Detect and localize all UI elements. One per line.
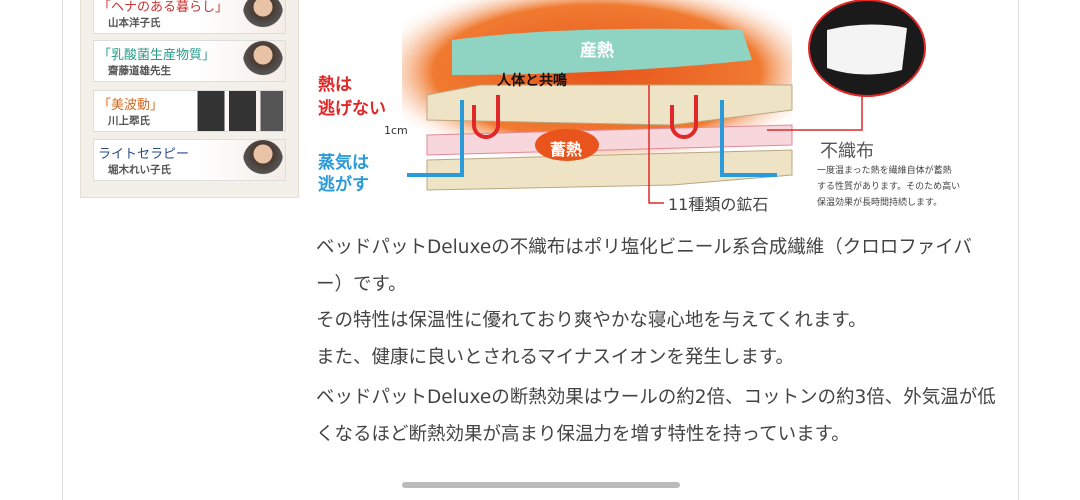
heat-storage-label: 蓄熱 (550, 140, 583, 159)
banner-title: 「乳酸菌生産物質」 (98, 48, 216, 63)
banner-title: 「美波動」 (98, 98, 164, 113)
heat-label-1: 熱は (318, 75, 352, 95)
nonwoven-fiber (827, 24, 907, 75)
resonance-label: 人体と共鳴 (497, 73, 567, 89)
heat-generation-label: 産熱 (580, 41, 614, 61)
portrait-image (193, 91, 283, 131)
mineral-pointer (648, 85, 664, 204)
human-body (452, 28, 752, 75)
nonwoven-description: 一度温まった熱を繊維自体が蓄熱 する性質があります。そのため高い 保温効果が長時… (817, 163, 960, 211)
banner-henna[interactable]: 「ヘナのある暮らし」山本洋子氏 (93, 0, 286, 34)
body-text: ベッドパットDeluxeの不織布はポリ塩化ビニール系合成繊維（クロロファイバー）… (316, 230, 996, 453)
nonwoven-pointer (767, 90, 863, 131)
mattress-bottom (426, 149, 793, 191)
steam-label-1: 蒸気は (318, 153, 369, 173)
banner-subtitle: 齋藤道雄先生 (108, 65, 171, 77)
banner-subtitle: 川上翆氏 (108, 115, 150, 127)
desc-line: 一度温まった熱を繊維自体が蓄熱 (817, 166, 952, 176)
mattress-top (426, 84, 793, 126)
steam-label-2: 逃がす (318, 175, 369, 195)
paragraph: その特性は保温性に優れており爽やかな寝心地を与えてくれます。 (316, 310, 867, 331)
nonwoven-layer (426, 124, 793, 156)
nonwoven-label: 不織布 (820, 141, 874, 162)
banner-biwave[interactable]: 「美波動」川上翆氏 (93, 90, 286, 132)
heat-label-2: 逃げない (318, 99, 386, 119)
diagram-graphic (402, 0, 926, 204)
minerals-label: 11種類の鉱石 (668, 195, 769, 214)
paragraph: ベッドパットDeluxeの不織布はポリ塩化ビニール系合成繊維（クロロファイバー）… (316, 237, 972, 295)
banner-title: ライトセラピー (98, 147, 190, 162)
portrait-image (243, 0, 283, 33)
bed-pad-diagram: 産熱 人体と共鳴 熱は 逃げない 1cm 蒸気は 逃がす 蓄熱 11種類の鉱石 … (312, 0, 1012, 218)
desc-line: 保温効果が長時間持続します。 (817, 198, 943, 208)
heat-arrow (670, 95, 698, 139)
banner-light-therapy[interactable]: ライトセラピー堀木れい子氏 (93, 139, 286, 181)
portrait-image (243, 140, 283, 180)
banner-title: 「ヘナのある暮らし」 (98, 0, 229, 15)
paragraph: また、健康に良いとされるマイナスイオンを発生します。 (316, 346, 795, 368)
portrait-image (243, 41, 283, 81)
banner-subtitle: 山本洋子氏 (108, 17, 161, 29)
desc-line: する性質があります。そのため高い (817, 182, 961, 192)
content-frame (62, 0, 1019, 500)
banner-subtitle: 堀木れい子氏 (108, 164, 171, 176)
banner-lactic[interactable]: 「乳酸菌生産物質」齋藤道雄先生 (93, 40, 286, 82)
paragraph: ベッドパットDeluxeの断熱効果はウールの約2倍、コットンの約3倍、外気温が低… (316, 387, 996, 445)
sidebar-banners: 「ヘナのある暮らし」山本洋子氏 「乳酸菌生産物質」齋藤道雄先生 「美波動」川上翆… (80, 0, 299, 198)
steam-arrow (720, 100, 777, 177)
steam-arrow (407, 100, 464, 177)
heat-arrow (472, 95, 500, 139)
thickness-label: 1cm (384, 124, 408, 137)
horizontal-scrollbar[interactable] (402, 482, 680, 488)
heat-storage-badge (535, 129, 599, 161)
